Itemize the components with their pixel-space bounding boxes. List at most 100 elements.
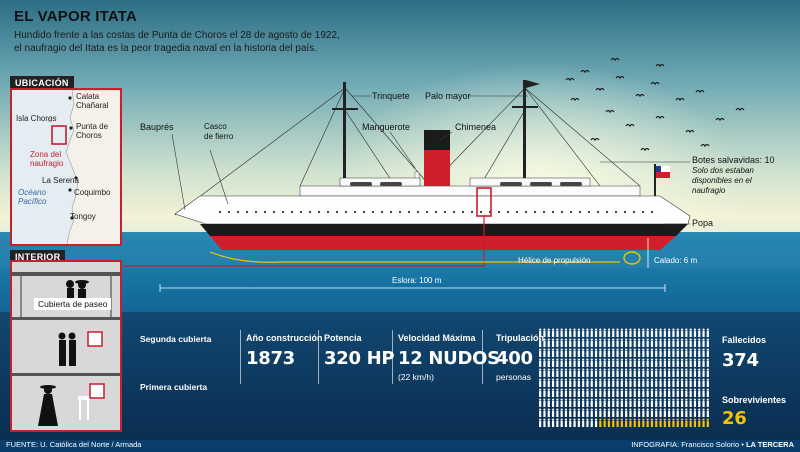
fallecido-icon [680, 361, 684, 367]
fallecido-icon [612, 338, 615, 341]
fallecido-icon [539, 411, 542, 417]
map-label-la-serena: La Serena [42, 176, 79, 185]
fallecido-icon [698, 331, 701, 337]
fallecido-icon [689, 348, 692, 351]
fallecido-icon [650, 331, 654, 337]
fallecido-icon [586, 391, 589, 397]
bird [595, 87, 605, 92]
fallecido-icon [663, 411, 666, 417]
callout-manguerote: Manguerote [362, 122, 411, 132]
fallecido-icon [663, 388, 666, 391]
fallecido-icon [577, 351, 580, 357]
survivor-icon [629, 418, 632, 421]
fallecido-icon [693, 371, 697, 377]
porthole [299, 210, 303, 214]
bird [735, 107, 745, 112]
fallecido-icon [582, 398, 585, 401]
fallecido-icon [680, 378, 684, 381]
fallecido-icon [551, 401, 555, 407]
porthole [254, 210, 258, 214]
fallecido-icon [668, 401, 671, 407]
map-label-zona-naufragio: Zona del naufragio [30, 150, 64, 168]
porthole [425, 210, 429, 214]
fallecido-icon [642, 391, 645, 397]
fallecido-icon [560, 391, 563, 397]
fallecido-icon [590, 401, 593, 407]
fallecido-icon [625, 371, 628, 377]
fallecido-icon [603, 401, 606, 407]
survivor-icon [685, 421, 688, 427]
fallecido-icon [693, 411, 697, 417]
fallecido-icon [612, 411, 615, 417]
survivor-icon [676, 418, 679, 421]
fallecido-icon [685, 381, 688, 387]
fallecido-icon [543, 358, 546, 361]
fallecido-icon [551, 328, 555, 331]
fallecido-icon [663, 408, 666, 411]
bird [610, 57, 620, 62]
fallecido-icon [668, 368, 671, 371]
fallecido-icon [607, 348, 611, 351]
fallecido-icon [616, 408, 619, 411]
fallecido-icon [689, 371, 692, 377]
fallecido-icon [629, 381, 632, 387]
bird [590, 137, 600, 142]
fallecido-icon [577, 338, 580, 341]
fallecido-icon [706, 411, 709, 417]
fallecido-icon [698, 338, 701, 341]
primera-people [38, 383, 105, 426]
porthole [371, 210, 375, 214]
fallecido-icon [590, 341, 593, 347]
fallecido-icon [659, 338, 662, 341]
fallecido-icon [633, 391, 636, 397]
fallecido-icon [577, 341, 580, 347]
fallecido-icon [689, 338, 692, 341]
fallecido-icon [594, 391, 598, 397]
porthole [443, 210, 447, 214]
survivor-icon [680, 421, 684, 427]
fallecido-icon [685, 358, 688, 361]
fallecido-icon [702, 391, 705, 397]
deck-segunda [12, 320, 120, 376]
fallecido-icon [582, 368, 585, 371]
fallecido-icon [612, 371, 615, 377]
survivor-icon [706, 421, 709, 427]
fallecido-icon [603, 358, 606, 361]
fallecido-icon [646, 411, 649, 417]
fallecidos-label: Fallecidos [722, 335, 767, 345]
fallecido-icon [655, 348, 658, 351]
fallecido-icon [620, 398, 623, 401]
fallecido-icon [633, 338, 636, 341]
fallecido-icon [594, 358, 598, 361]
bird [570, 97, 580, 102]
fallecido-icon [698, 328, 701, 331]
callout-casco: Casco de fierro [204, 122, 234, 141]
fallecido-icon [607, 398, 611, 401]
footer-credit-brand: LA TERCERA [745, 440, 794, 449]
porthole [587, 210, 591, 214]
fallecido-icon [556, 371, 559, 377]
fallecido-icon [637, 378, 641, 381]
fallecido-icon [659, 328, 662, 331]
porthole [434, 210, 438, 214]
stats-band [0, 312, 800, 440]
fallecido-icon [594, 328, 598, 331]
porthole [596, 210, 600, 214]
fallecido-icon [625, 361, 628, 367]
fallecido-icon [659, 371, 662, 377]
fallecido-icon [625, 328, 628, 331]
fallecido-icon [672, 411, 675, 417]
fallecido-icon [590, 408, 593, 411]
fallecido-icon [590, 331, 593, 337]
fallecido-icon [547, 408, 550, 411]
fallecido-icon [655, 398, 658, 401]
fallecido-icon [586, 328, 589, 331]
fallecido-icon [586, 408, 589, 411]
fallecido-icon [603, 348, 606, 351]
fallecido-icon [693, 368, 697, 371]
fallecido-icon [676, 378, 679, 381]
survivor-icon [693, 418, 697, 421]
fallecido-icon [599, 381, 602, 387]
fallecido-icon [590, 411, 593, 417]
survivor-icon [607, 418, 611, 421]
